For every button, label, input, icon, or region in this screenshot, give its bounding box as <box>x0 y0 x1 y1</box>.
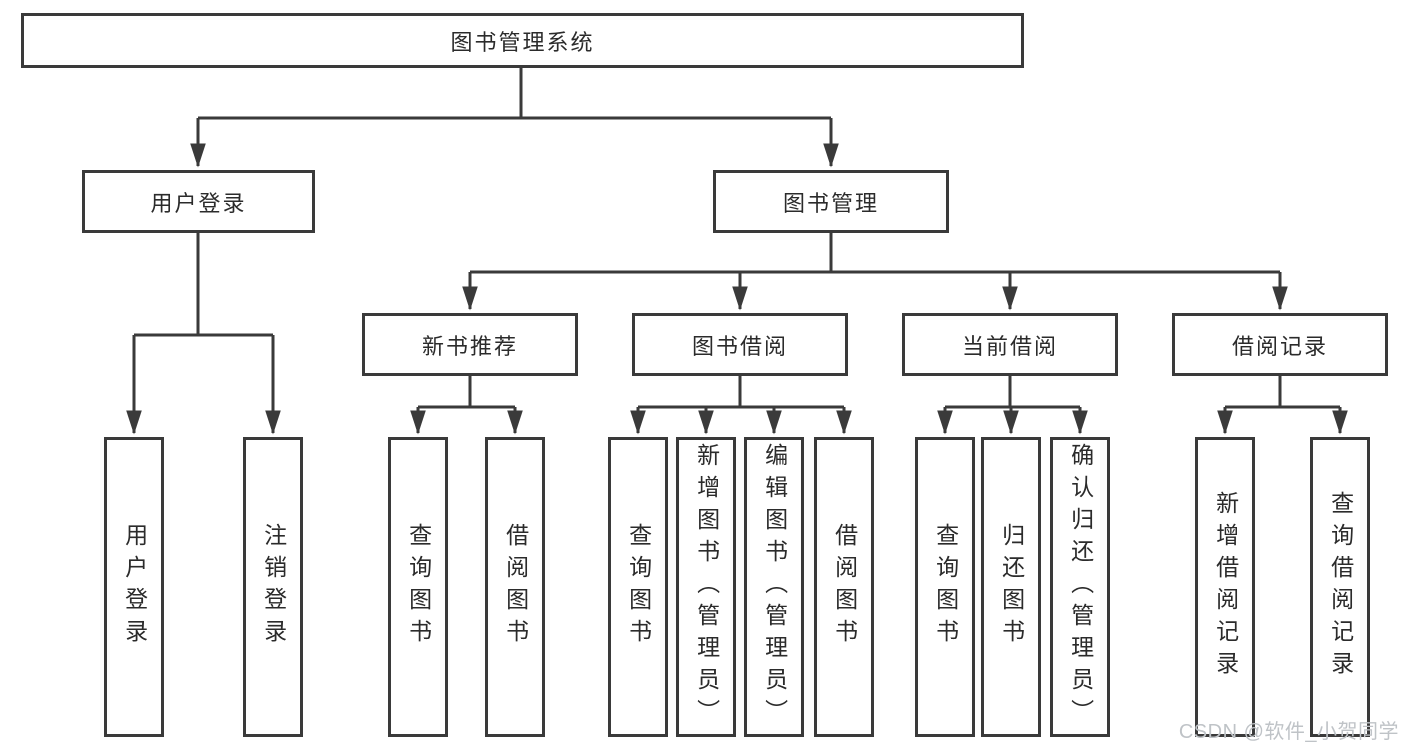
node-label: 查询图书 <box>405 523 432 651</box>
node-book-management: 图书管理 <box>713 170 949 233</box>
node-label: 图书管理系统 <box>450 29 595 55</box>
leaf-return-books: 归还图书 <box>981 437 1041 737</box>
leaf-query-books-3: 查询图书 <box>915 437 975 737</box>
node-label: 查询图书 <box>932 523 959 651</box>
node-library-management-system: 图书管理系统 <box>21 13 1024 68</box>
node-book-borrowing: 图书借阅 <box>632 313 848 376</box>
node-label: 借阅记录 <box>1231 333 1328 359</box>
leaf-query-books-1: 查询图书 <box>388 437 448 737</box>
node-new-book-recommendation: 新书推荐 <box>362 313 578 376</box>
leaf-borrow-books-1: 借阅图书 <box>485 437 545 737</box>
leaf-borrow-books-2: 借阅图书 <box>814 437 874 737</box>
leaf-confirm-return-admin: 确认归还（管理员） <box>1050 437 1110 737</box>
node-label: 图书借阅 <box>691 333 788 359</box>
node-label: 借阅图书 <box>502 523 529 651</box>
node-label: 编辑图书（管理员） <box>761 443 788 731</box>
node-label: 新增借阅记录 <box>1212 491 1239 683</box>
node-current-borrowing: 当前借阅 <box>902 313 1118 376</box>
node-borrowing-records: 借阅记录 <box>1172 313 1388 376</box>
leaf-add-borrow-record: 新增借阅记录 <box>1195 437 1255 737</box>
node-label: 图书管理 <box>782 190 879 216</box>
node-label: 确认归还（管理员） <box>1067 443 1094 731</box>
leaf-user-login: 用户登录 <box>104 437 164 737</box>
node-label: 用户登录 <box>150 190 247 216</box>
leaf-query-books-2: 查询图书 <box>608 437 668 737</box>
node-user-login: 用户登录 <box>82 170 315 233</box>
leaf-query-borrow-record: 查询借阅记录 <box>1310 437 1370 737</box>
node-label: 注销登录 <box>260 523 287 651</box>
node-label: 新增图书（管理员） <box>693 443 720 731</box>
node-label: 查询借阅记录 <box>1327 491 1354 683</box>
connector-bus <box>134 68 1340 409</box>
node-label: 借阅图书 <box>831 523 858 651</box>
node-label: 新书推荐 <box>421 333 518 359</box>
leaf-add-books-admin: 新增图书（管理员） <box>676 437 736 737</box>
node-label: 归还图书 <box>998 523 1025 651</box>
node-label: 当前借阅 <box>961 333 1058 359</box>
node-label: 查询图书 <box>625 523 652 651</box>
leaf-logout: 注销登录 <box>243 437 303 737</box>
node-label: 用户登录 <box>121 523 148 651</box>
leaf-edit-books-admin: 编辑图书（管理员） <box>744 437 804 737</box>
csdn-watermark: CSDN @软件_小贺同学 <box>1178 721 1399 743</box>
